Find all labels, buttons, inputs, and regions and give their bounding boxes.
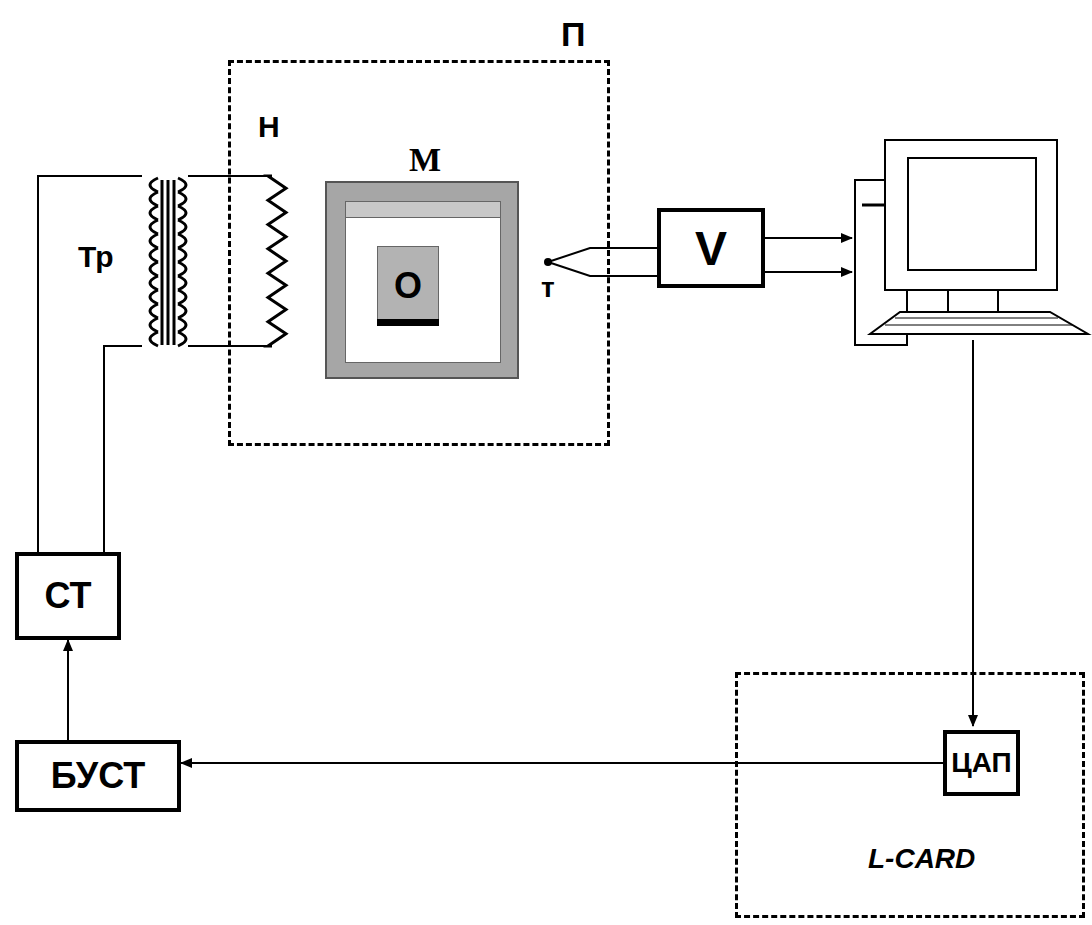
control-arrow: [67, 640, 69, 740]
transformer-core: [162, 180, 174, 345]
process-box: V: [657, 208, 765, 288]
part-label: т: [541, 272, 555, 304]
dashed-enclosure: ПMO: [228, 60, 610, 446]
heater-coil: [268, 176, 286, 346]
process-box: ЦАП: [943, 730, 1020, 796]
group-label: П: [561, 15, 585, 54]
box-label: V: [695, 221, 727, 276]
box-label: СТ: [44, 575, 91, 617]
power-wire: [38, 176, 142, 552]
control-arrow: [181, 762, 943, 764]
box-label: ЦАП: [951, 747, 1011, 779]
sample-base: [377, 319, 439, 326]
box-label: O: [394, 265, 422, 307]
muffle-furnace: MO: [325, 181, 519, 379]
computer: [855, 140, 1088, 345]
process-box: СТ: [15, 552, 121, 640]
coil-winding: [150, 178, 158, 346]
group-label: L-CARD: [868, 843, 975, 875]
box-label: БУСТ: [51, 755, 145, 797]
thermocouple: [548, 248, 660, 276]
dashed-enclosure: L-CARD ЦАП: [735, 672, 1085, 918]
part-label: Тр: [78, 240, 114, 274]
coil-winding: [178, 178, 186, 346]
transformer-coil: [150, 178, 186, 346]
sample-block: O: [377, 246, 439, 326]
part-label: Н: [258, 110, 280, 144]
process-box: БУСТ: [15, 740, 181, 812]
box-label: M: [409, 141, 441, 179]
thermocouple-junction: [544, 258, 552, 266]
